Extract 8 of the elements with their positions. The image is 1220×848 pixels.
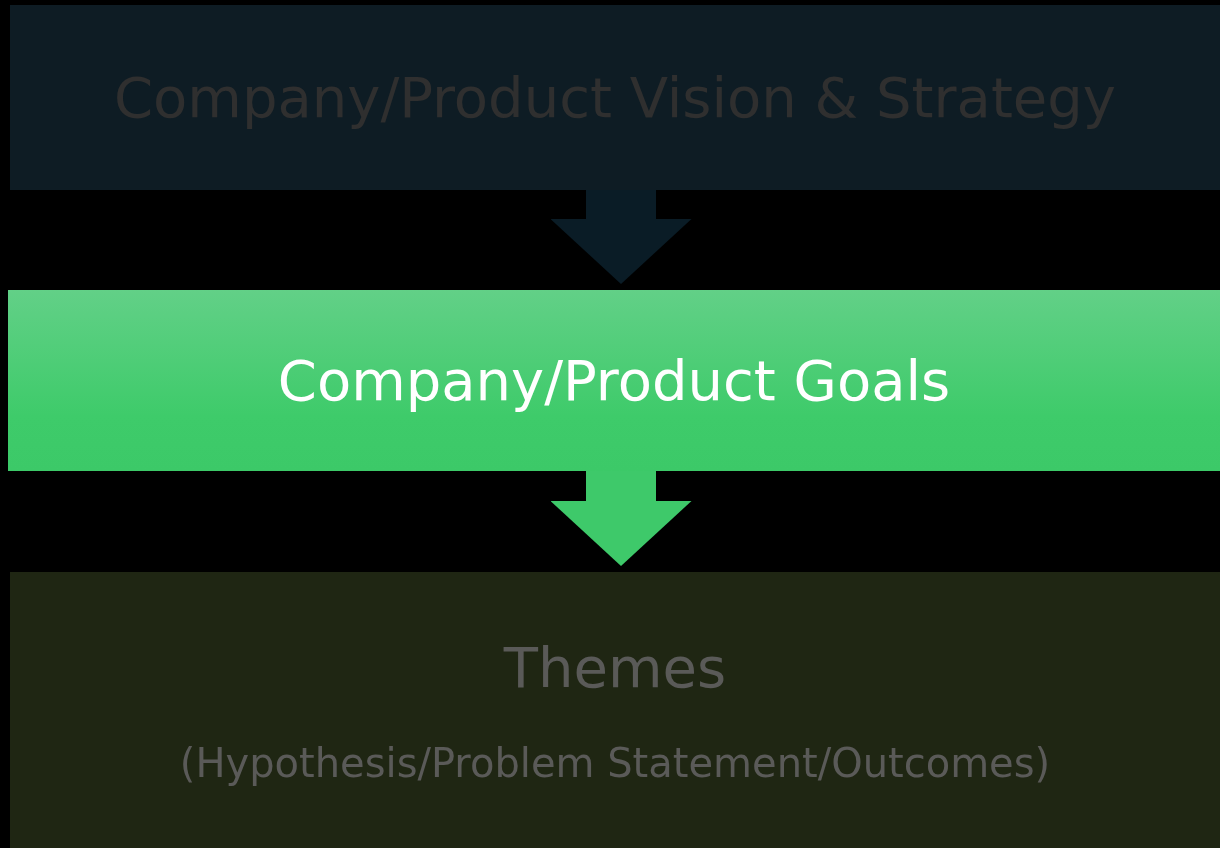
block-arrow — [550, 471, 692, 566]
box-subtitle: (Hypothesis/Problem Statement/Outcomes) — [179, 739, 1051, 786]
block-arrow — [550, 190, 692, 284]
vision-box — [10, 5, 1220, 190]
goals-box — [8, 290, 1220, 471]
themes-box — [10, 572, 1220, 848]
box-title: Company/Product Goals — [277, 348, 951, 413]
box-title: Themes — [503, 634, 727, 700]
